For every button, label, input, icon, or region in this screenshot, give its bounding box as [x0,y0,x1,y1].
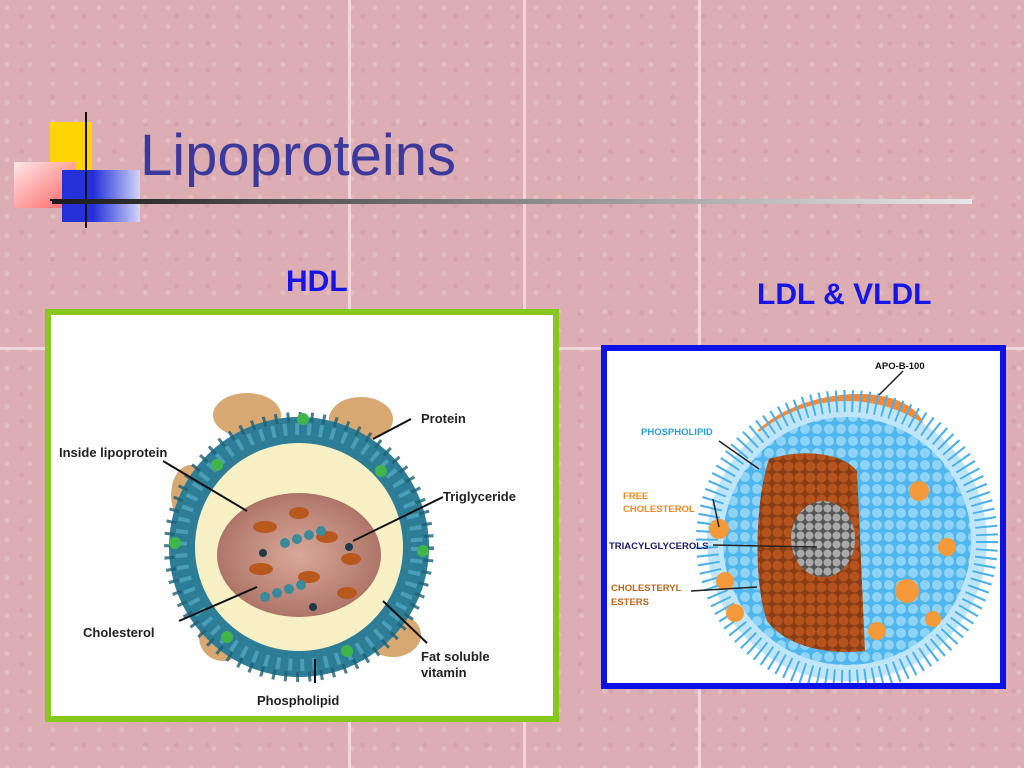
hdl-heading: HDL [286,265,348,298]
ldl-triacylglycerols [791,501,855,577]
hdl-diagram-panel: Protein Inside lipoprotein Triglyceride … [45,309,559,722]
decorative-logo [14,112,152,228]
ldl-label-apo: APO-B-100 [875,361,925,372]
slide-title: Lipoproteins [140,123,456,188]
ldl-label-cholesteryl: CHOLESTERYL [611,583,682,594]
ldl-free-cholesterol [709,481,956,640]
hdl-label-protein: Protein [421,411,466,426]
ldl-label-free-cholesterol-2: CHOLESTEROL [623,504,695,515]
ldl-diagram: APO-B-100 PHOSPHOLIPID FREE CHOLESTEROL … [609,361,998,692]
ldl-label-triacylglycerols: TRIACYLGLYCEROLS [609,541,708,552]
hdl-label-cholesterol: Cholesterol [83,625,155,640]
title-divider [52,199,972,204]
hdl-label-vitamin: vitamin [421,665,467,680]
ldl-label-phospholipid: PHOSPHOLIPID [641,427,713,438]
ldl-diagram-panel: APO-B-100 PHOSPHOLIPID FREE CHOLESTEROL … [601,345,1006,692]
hdl-label-fat-soluble: Fat soluble [421,649,490,664]
ldl-label-esters: ESTERS [611,597,649,608]
hdl-label-phospholipid: Phospholipid [257,693,339,708]
hdl-diagram: Protein Inside lipoprotein Triglyceride … [59,393,516,708]
hdl-label-triglyceride: Triglyceride [443,489,516,504]
ldl-label-free-cholesterol-1: FREE [623,491,648,502]
hdl-label-inside: Inside lipoprotein [59,445,167,460]
ldl-heading: LDL & VLDL [757,278,932,311]
